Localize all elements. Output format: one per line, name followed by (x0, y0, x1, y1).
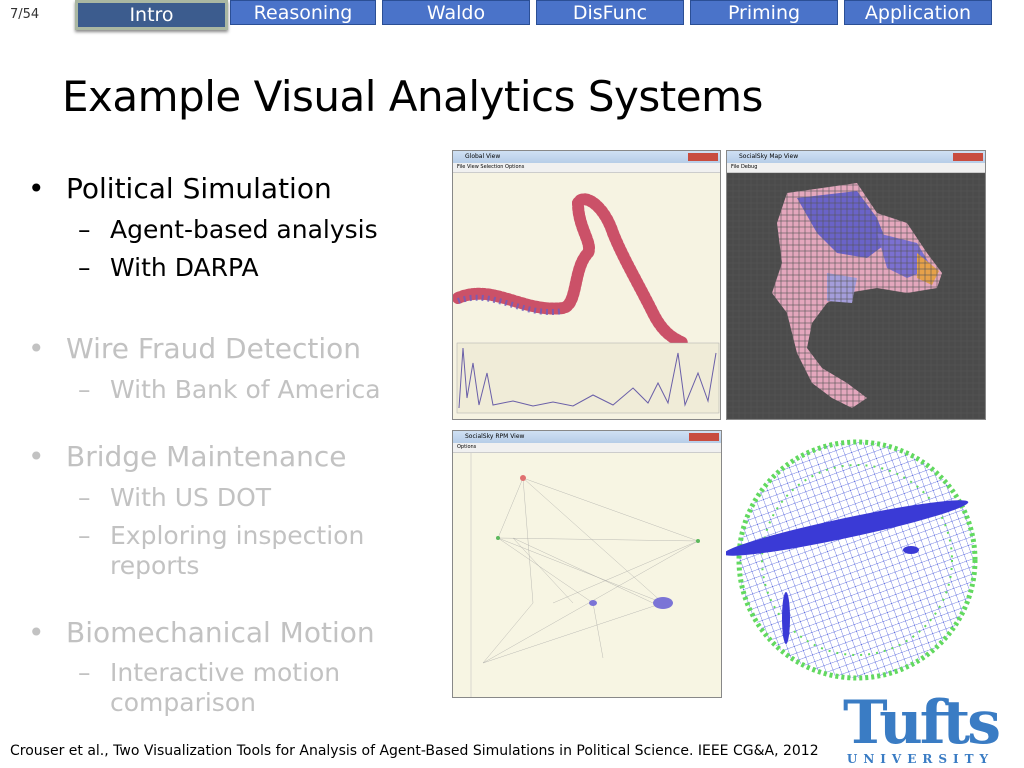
tab-waldo[interactable]: Waldo (382, 0, 530, 25)
dash-marker: – (78, 521, 91, 550)
sub-bullet-text: With US DOT (110, 483, 272, 512)
dash-marker: – (78, 375, 91, 404)
window-controls-icon (689, 433, 719, 441)
rpm-view-screenshot: SocialSky RPM View Options (452, 430, 722, 698)
window-titlebar: SocialSky Map View (727, 151, 985, 163)
window-title: SocialSky Map View (739, 153, 799, 160)
dash-marker: – (78, 253, 91, 282)
slide-page-number: 7/54 (10, 7, 40, 22)
tab-intro[interactable]: Intro (75, 0, 228, 30)
tab-reasoning[interactable]: Reasoning (230, 0, 376, 25)
window-titlebar: Global View (453, 151, 720, 163)
window-menubar: File View Selection Options (453, 163, 720, 173)
sub-bullet-text: Interactive motion comparison (110, 658, 341, 717)
scatter-plot-image (453, 173, 720, 419)
window-menubar: File Debug (727, 163, 985, 173)
tufts-logo: Tufts UNIVERSITY (838, 688, 1003, 766)
window-controls-icon (688, 153, 718, 161)
dash-marker: – (78, 215, 91, 244)
global-view-screenshot: Global View File View Selection Options (452, 150, 721, 420)
network-graph-image (453, 453, 721, 697)
grid-map-image (727, 173, 985, 419)
dash-marker: – (78, 483, 91, 512)
bullet-text: Political Simulation (66, 172, 332, 205)
tab-disfunc[interactable]: DisFunc (536, 0, 684, 25)
bullet-marker: • (28, 440, 45, 473)
logo-wordmark: Tufts (842, 688, 1001, 758)
map-view-screenshot: SocialSky Map View File Debug (726, 150, 986, 420)
sub-bullet-text: With Bank of America (110, 375, 381, 404)
window-menubar: Options (453, 443, 721, 453)
bullet-marker: • (28, 616, 45, 649)
bullet-text: Biomechanical Motion (66, 616, 375, 649)
sub-bullet-text: Agent-based analysis (110, 215, 378, 244)
bullet-marker: • (28, 172, 45, 205)
motion-sphere-image (726, 439, 978, 681)
window-title: SocialSky RPM View (465, 433, 525, 440)
sub-bullet-text: Exploring inspection reports (110, 521, 365, 580)
slide-title: Example Visual Analytics Systems (62, 72, 763, 121)
citation: Crouser et al., Two Visualization Tools … (10, 743, 819, 759)
bullet-text: Wire Fraud Detection (66, 332, 362, 365)
section-nav: Intro Reasoning Waldo DisFunc Priming Ap… (75, 0, 995, 30)
sub-bullet-text: With DARPA (110, 253, 259, 282)
bullet-text: Bridge Maintenance (66, 440, 347, 473)
dash-marker: – (78, 658, 91, 687)
tab-priming[interactable]: Priming (690, 0, 838, 25)
window-controls-icon (953, 153, 983, 161)
tab-application[interactable]: Application (844, 0, 992, 25)
bullet-marker: • (28, 332, 45, 365)
window-titlebar: SocialSky RPM View (453, 431, 721, 443)
window-title: Global View (465, 153, 501, 160)
logo-subtext: UNIVERSITY (846, 752, 995, 766)
